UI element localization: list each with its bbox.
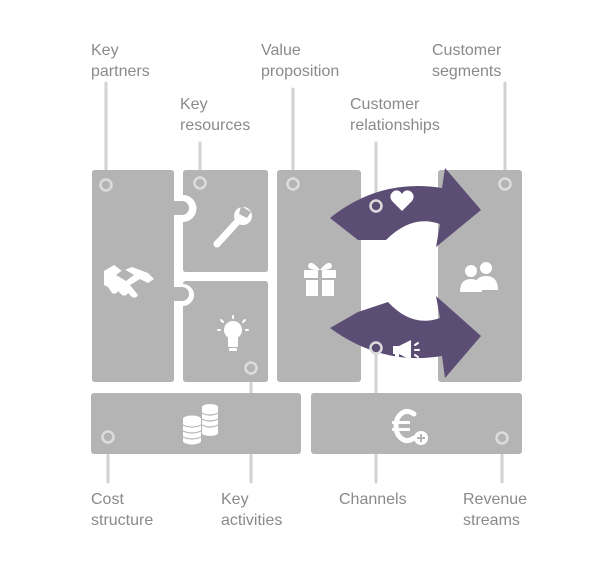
arrow-channels	[330, 296, 481, 378]
lightbulb-icon	[217, 315, 249, 351]
handshake-icon	[104, 265, 154, 298]
coins-icon	[182, 404, 219, 445]
wrench-icon	[213, 206, 252, 248]
users-icon	[460, 262, 498, 292]
heart-icon	[390, 190, 414, 211]
label-channels: Channels	[339, 491, 407, 508]
megaphone-icon	[393, 340, 420, 360]
connector-dots	[99, 176, 512, 445]
block-key-resources	[183, 170, 268, 272]
euro-plus-icon	[392, 408, 428, 445]
gift-icon	[304, 262, 336, 296]
block-revenue-streams	[311, 393, 522, 454]
